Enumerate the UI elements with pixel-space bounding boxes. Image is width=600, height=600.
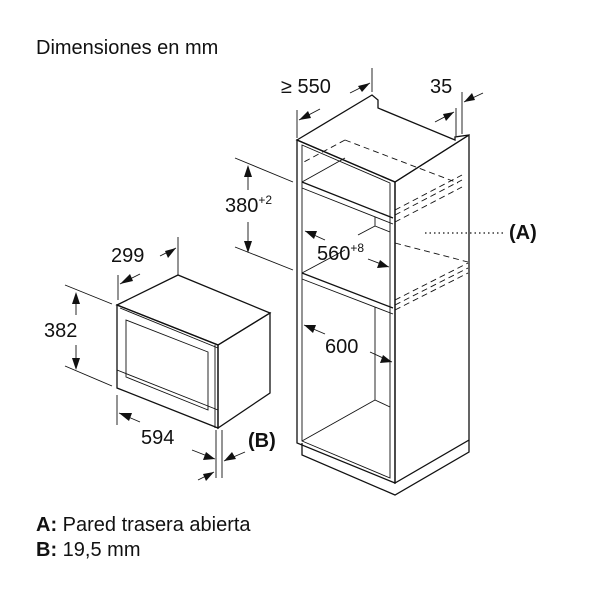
microwave-dimension-lines xyxy=(64,237,246,481)
niche-height-label: 380+2 xyxy=(225,193,273,217)
cabinet-inner-width-label: 600 xyxy=(325,336,359,358)
marker-a: (A) xyxy=(509,222,537,244)
niche-width-label: 560+8 xyxy=(317,241,365,265)
legend-item-a: A: Pared trasera abierta xyxy=(36,514,251,536)
cabinet-drawing xyxy=(295,94,505,496)
legend-item-b: B: 19,5 mm xyxy=(36,539,141,561)
microwave-width-label: 594 xyxy=(141,427,175,449)
diagram-title: Dimensiones en mm xyxy=(36,37,219,59)
microwave-drawing xyxy=(115,274,272,430)
microwave-depth-label: 299 xyxy=(111,245,145,267)
cabinet-dimension-lines xyxy=(234,68,484,363)
cabinet-offset-label: 35 xyxy=(430,76,453,98)
microwave-height-label: 382 xyxy=(44,320,78,342)
cabinet-depth-label: ≥ 550 xyxy=(281,76,331,98)
marker-b: (B) xyxy=(248,430,276,452)
